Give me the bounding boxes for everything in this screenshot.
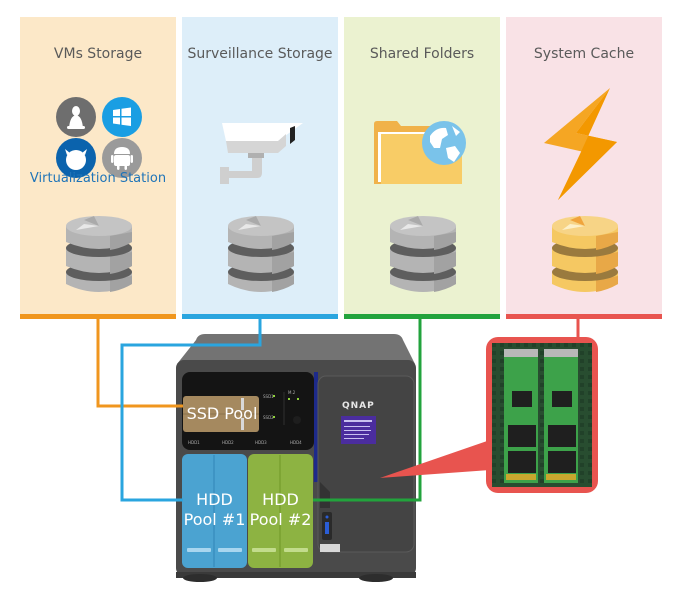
qnap-logo: QNAP: [342, 401, 375, 411]
svg-text:HDD2: HDD2: [222, 440, 234, 445]
panel-accent-bar: [20, 314, 176, 319]
lightning-bolt-icon: [544, 88, 617, 200]
panel-accent-bar: [506, 314, 662, 319]
connector-shared-to-hdd2: [313, 319, 422, 502]
m2-ssd-modules: [492, 343, 592, 487]
panel-title: VMs Storage: [53, 46, 143, 62]
svg-text:HDD1: HDD1: [188, 440, 200, 445]
hdd-pool-2-line2: Pool #2: [249, 510, 312, 529]
linux-icon: [56, 97, 96, 137]
android-icon: [102, 138, 142, 178]
surveillance-camera-icon: [220, 123, 303, 184]
nas-top: [177, 334, 415, 364]
svg-text:SSD1: SSD1: [263, 394, 274, 399]
connector-vms-to-ssd: [96, 319, 183, 408]
m2-ssd-module-1: [504, 349, 538, 483]
connector-surveillance-to-hdd1: [120, 319, 262, 502]
os-icons: [56, 97, 142, 178]
hdd-pool-2-label: HDD Pool #2: [248, 490, 313, 530]
svg-text:HDD3: HDD3: [255, 440, 267, 445]
windows-icon: [102, 97, 142, 137]
m2-ssd-module-2: [544, 349, 578, 483]
hdd-pool-1-line1: HDD: [196, 490, 233, 509]
ssd-pool-label: SSD Pool: [186, 404, 258, 423]
panel-accent-bar: [182, 314, 338, 319]
shared-folder-globe-icon: [374, 121, 466, 184]
panel-accent-bar: [344, 314, 500, 319]
cache-pointer: [380, 440, 490, 478]
m2-cache-frame: [486, 337, 598, 493]
hdd-pool-1-label: HDD Pool #1: [182, 490, 247, 530]
svg-text:HDD4: HDD4: [290, 440, 302, 445]
hdd-pool-2-line1: HDD: [262, 490, 299, 509]
virtualization-station-label: Virtualization Station: [29, 171, 167, 186]
panel-title: Shared Folders: [369, 46, 475, 62]
svg-text:SSD2: SSD2: [263, 415, 274, 420]
panel-title: System Cache: [533, 46, 635, 62]
panel-title: Surveillance Storage: [187, 46, 333, 62]
svg-text:M.2: M.2: [288, 390, 296, 395]
hdd-pool-1-line2: Pool #1: [183, 510, 246, 529]
freebsd-icon: [56, 138, 96, 178]
